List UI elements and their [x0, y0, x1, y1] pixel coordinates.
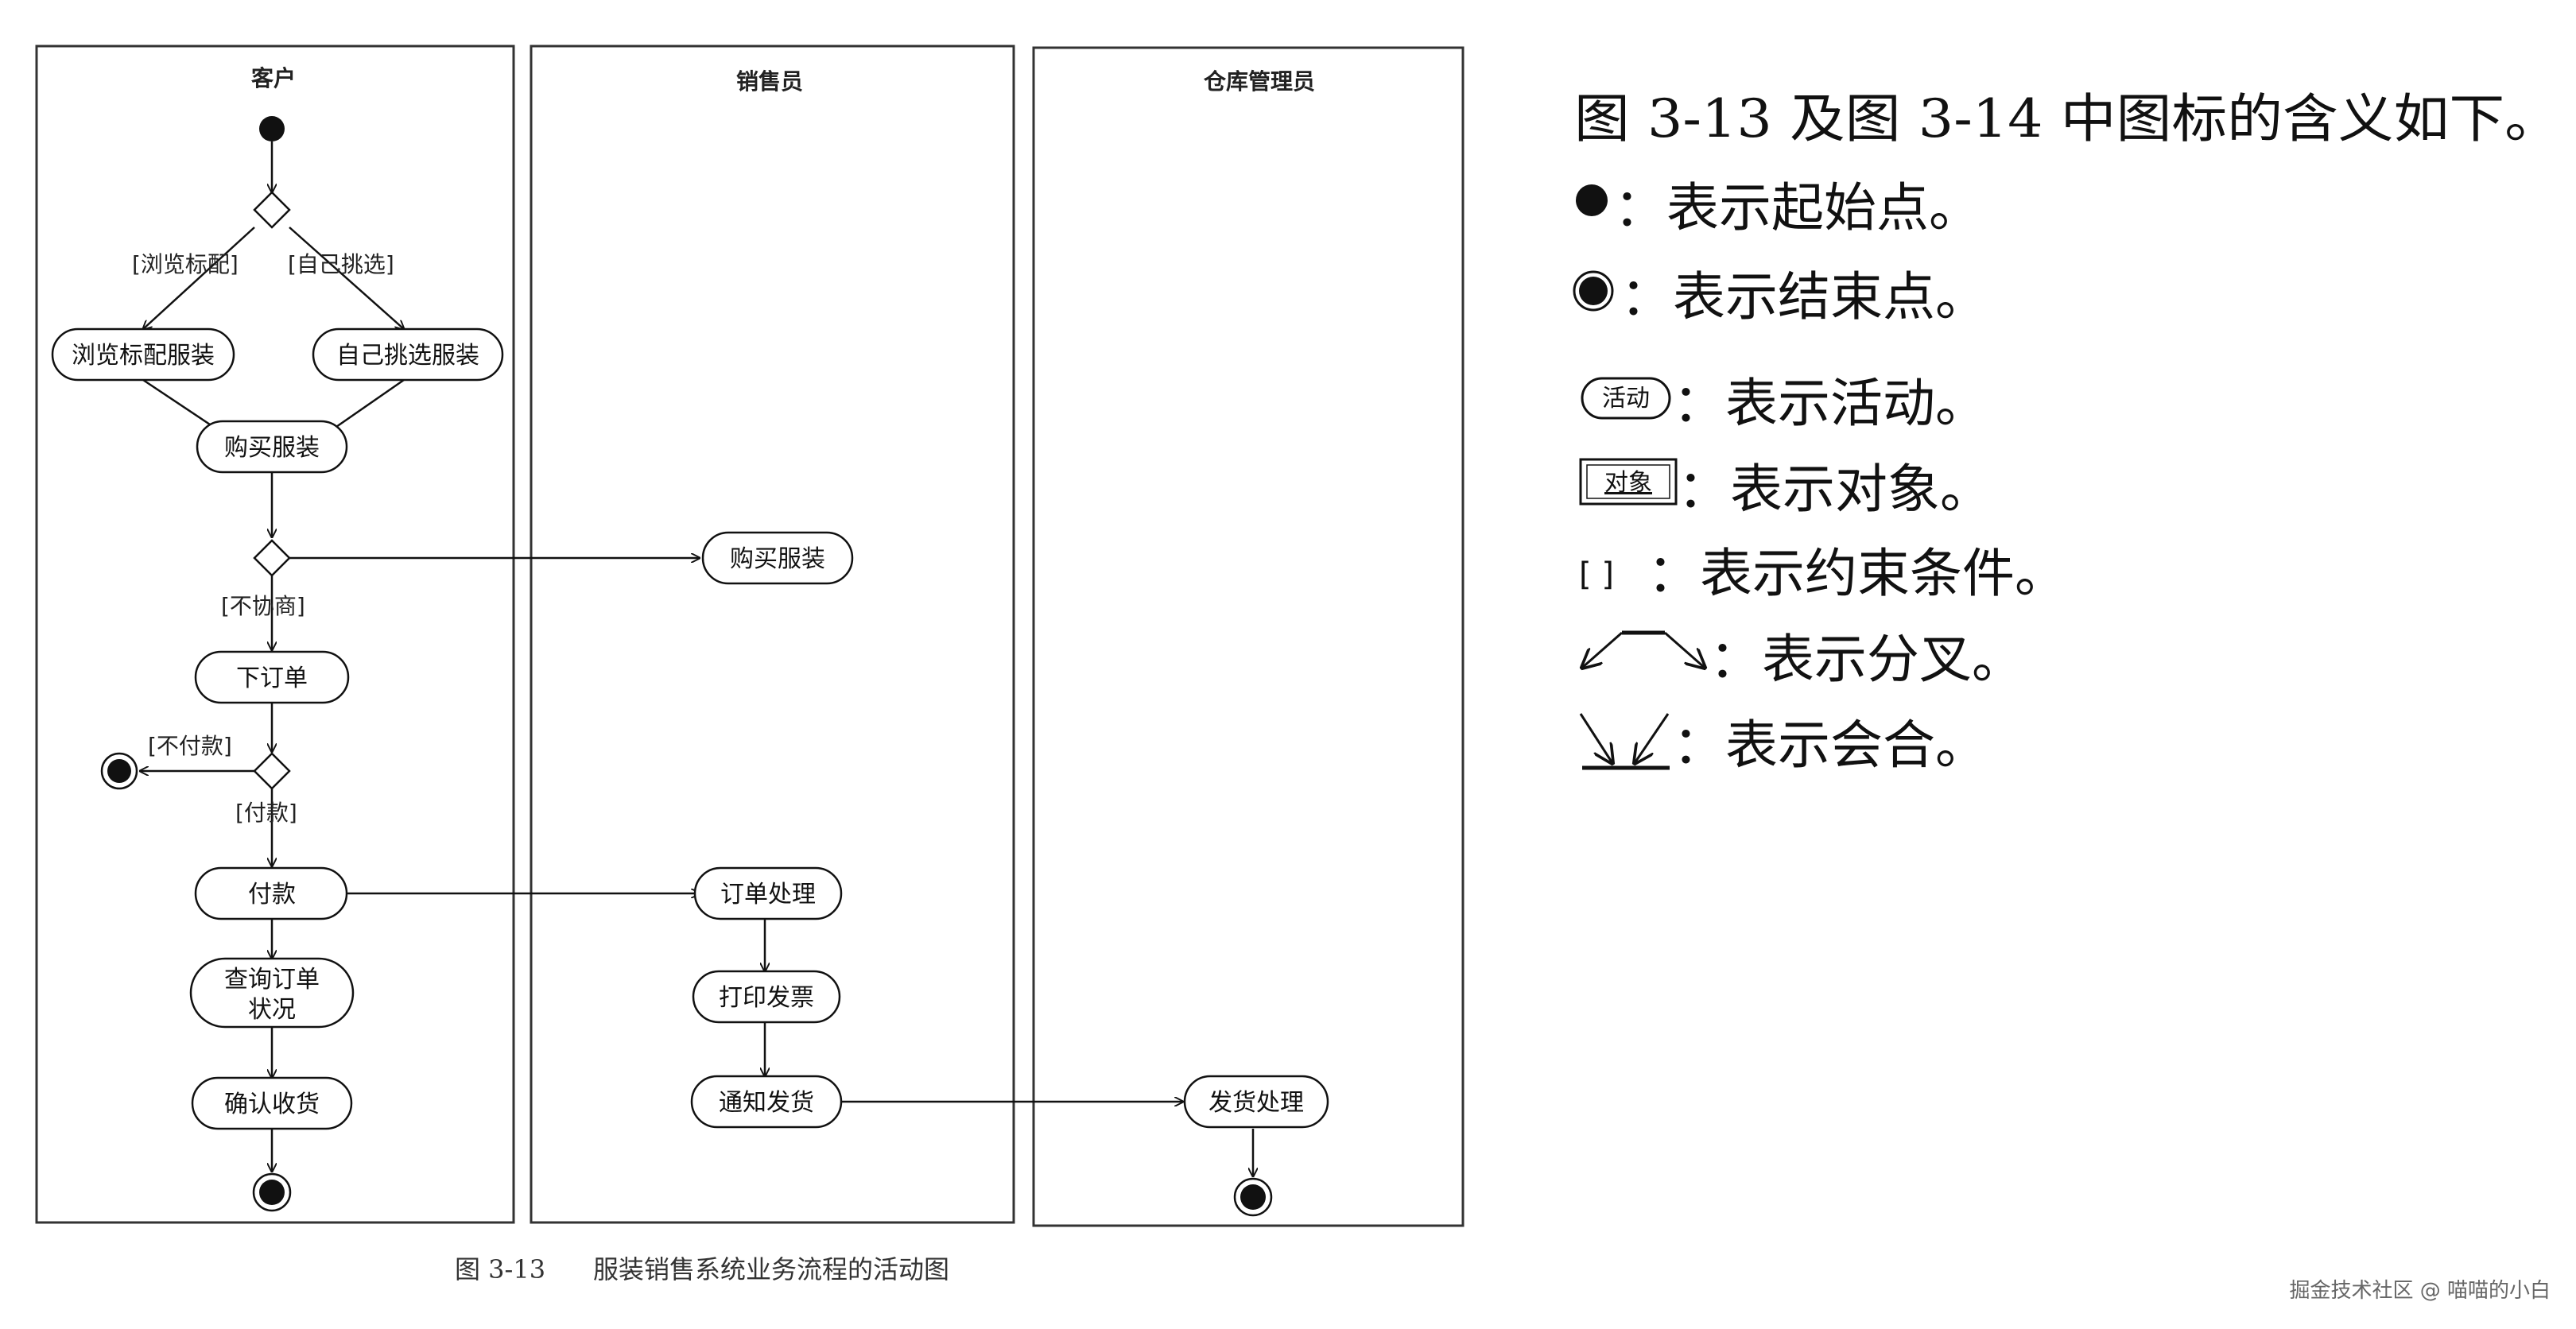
- object-icon-inner: [1586, 464, 1670, 499]
- activity-order-process: 订单处理: [693, 866, 843, 920]
- activity-label: 购买服装: [730, 545, 825, 573]
- activity-label: 通知发货: [719, 1089, 814, 1117]
- caption-title: 服装销售系统业务流程的活动图: [593, 1254, 949, 1284]
- edge-pick-to-buy: [326, 378, 405, 434]
- guard-browse: [浏览标配]: [132, 251, 239, 277]
- swimlanes: 客户 销售员 仓库管理员: [35, 45, 1465, 1227]
- final-nodes: [100, 752, 1273, 1217]
- guard-pick: [自己挑选]: [288, 251, 394, 277]
- lane-title-customer: 客户: [251, 65, 296, 91]
- activity-label: 自己挑选服装: [336, 342, 479, 370]
- legend-item-text: ：表示分叉。: [1709, 629, 2024, 690]
- legend-item-text: ：表示对象。: [1678, 459, 1992, 520]
- legend-heading: 图 3-13 及图 3-14 中图标的含义如下。: [1574, 88, 2560, 149]
- lane-title-sales: 销售员: [736, 68, 803, 95]
- activity-confirm-receipt: 确认收货: [191, 1076, 353, 1130]
- activity-buy-customer: 购买服装: [196, 420, 348, 474]
- legend-item-text: ：表示活动。: [1673, 373, 1988, 434]
- final-node: [1233, 1177, 1273, 1217]
- activity-buy-sales: 购买服装: [701, 531, 854, 585]
- activity-label: 购买服装: [224, 434, 320, 462]
- fork-icon: [1582, 630, 1705, 668]
- lane-sales: [530, 45, 1015, 1224]
- activity-label: 付款: [248, 881, 296, 909]
- lane-customer: [35, 45, 515, 1224]
- activity-label: 查询订单: [224, 966, 320, 994]
- guard-no-pay: [不付款]: [148, 733, 232, 759]
- guard-pay: [付款]: [235, 800, 297, 826]
- activity-label: 发货处理: [1208, 1089, 1304, 1117]
- final-node: [100, 752, 138, 790]
- lane-title-warehouse: 仓库管理员: [1204, 68, 1315, 95]
- activity-label: 确认收货: [224, 1091, 320, 1118]
- figure-caption: 图 3-13 服装销售系统业务流程的活动图: [455, 1254, 949, 1284]
- caption-number: 图 3-13: [455, 1254, 545, 1284]
- legend-item-text: ：表示约束条件。: [1647, 543, 2067, 604]
- decision-diamond: [253, 752, 291, 790]
- decision-diamond: [253, 191, 291, 229]
- activity-pick-outfit: 自己挑选服装: [312, 327, 504, 382]
- join-icon: [1579, 713, 1670, 770]
- decision-diamond: [253, 539, 291, 577]
- activity-pay: 付款: [194, 866, 348, 920]
- brackets-icon: [ ]: [1579, 556, 1614, 593]
- object-icon: [1579, 458, 1678, 506]
- activity-label: 下订单: [236, 664, 308, 692]
- object-icon-sample: 对象: [1604, 469, 1652, 497]
- final-node: [252, 1172, 292, 1212]
- activity-label: 订单处理: [720, 881, 816, 909]
- initial-node: [259, 116, 285, 141]
- guard-no-negotiate: [不协商]: [221, 593, 305, 619]
- legend-item-text: ：表示结束点。: [1620, 266, 1988, 327]
- activity-notify-ship: 通知发货: [690, 1075, 843, 1129]
- initial-node-icon: [1576, 184, 1608, 216]
- legend: 图 3-13 及图 3-14 中图标的含义如下。 ：表示起始点。 ：表示结束点。…: [1573, 88, 2560, 776]
- legend-item-text: ：表示会合。: [1673, 715, 1988, 776]
- activity-icon: [1581, 377, 1671, 420]
- activity-label: 打印发票: [719, 984, 814, 1012]
- decision-nodes: [253, 191, 291, 790]
- legend-item-text: ：表示起始点。: [1614, 177, 1981, 238]
- lane-warehouse: [1032, 46, 1465, 1227]
- activity-ship-process: 发货处理: [1183, 1075, 1329, 1129]
- watermark: 掘金技术社区 @ 喵喵的小白: [2289, 1279, 2551, 1303]
- activity-icon-sample: 活动: [1602, 385, 1650, 413]
- activity-label: 浏览标配服装: [72, 342, 215, 370]
- final-node-icon: [1573, 270, 1614, 312]
- activity-print-invoice: 打印发票: [692, 970, 841, 1024]
- guard-conditions: [浏览标配] [自己挑选] [不协商] [不付款] [付款]: [132, 251, 394, 826]
- activity-place-order: 下订单: [194, 650, 350, 704]
- activity-browse-outfit: 浏览标配服装: [51, 327, 235, 382]
- activity-query-order: 查询订单 状况: [189, 957, 355, 1029]
- edge-decision-to-pick: [289, 227, 404, 329]
- edge-decision-to-browse: [143, 227, 255, 329]
- activity-nodes: 浏览标配服装 自己挑选服装 购买服装 购买服装 下订单 付款 查询订单 状况: [51, 327, 1329, 1130]
- activity-label: 状况: [248, 996, 296, 1024]
